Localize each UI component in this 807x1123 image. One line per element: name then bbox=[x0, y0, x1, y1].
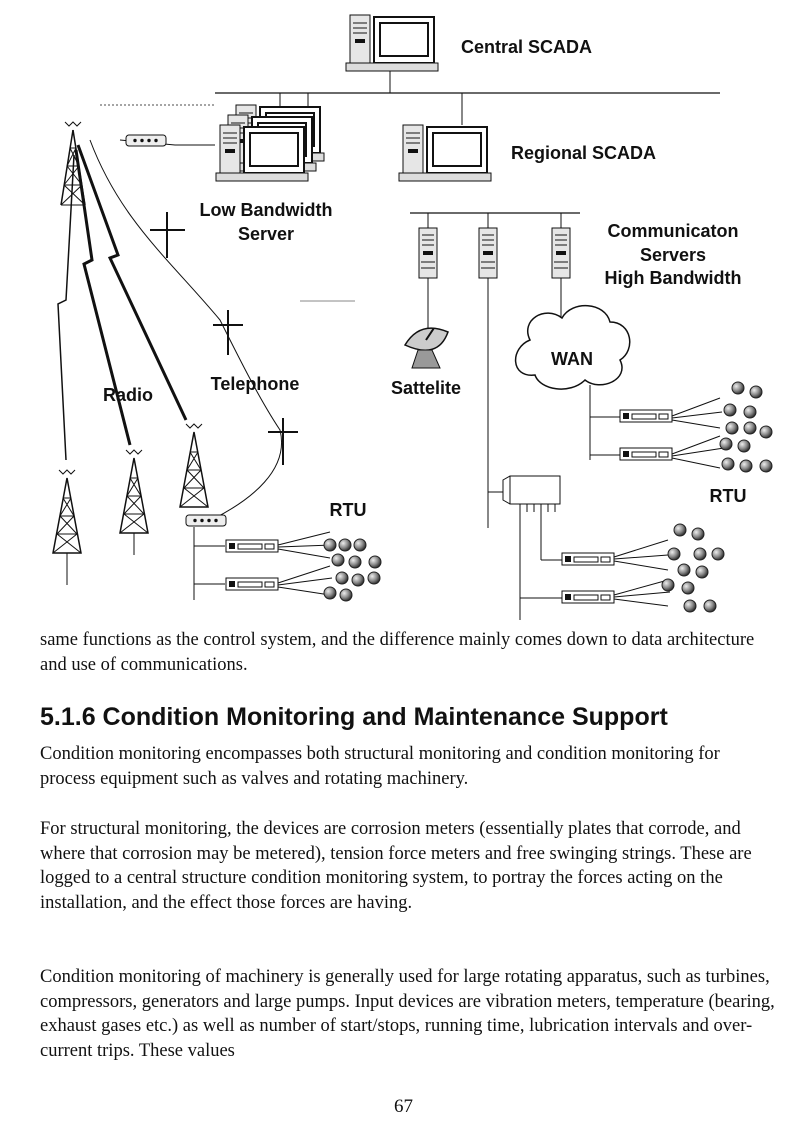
wan-label: WAN bbox=[551, 349, 593, 369]
rtu-unit bbox=[561, 552, 615, 566]
comm-servers-label-line2: Servers bbox=[640, 245, 706, 265]
radio-tower bbox=[179, 423, 209, 508]
regional-scada-workstation bbox=[398, 124, 492, 182]
telephone-label: Telephone bbox=[211, 374, 300, 394]
radio-tower bbox=[119, 449, 149, 534]
rtu-unit bbox=[225, 539, 279, 553]
sensor-cluster-lower-right bbox=[661, 523, 725, 613]
section-heading: 5.1.6 Condition Monitoring and Maintenan… bbox=[40, 703, 668, 731]
low-bandwidth-server bbox=[215, 104, 325, 182]
page-number: 67 bbox=[394, 1096, 413, 1117]
rtu-unit bbox=[561, 590, 615, 604]
comm-servers-label-line1: Communicaton bbox=[607, 221, 738, 241]
central-scada-label: Central SCADA bbox=[461, 37, 592, 57]
multiplexer-unit bbox=[502, 475, 561, 512]
communication-servers bbox=[418, 227, 571, 279]
sensor-cluster-left bbox=[323, 538, 382, 602]
low-bandwidth-label-line1: Low Bandwidth bbox=[200, 200, 333, 220]
paragraph-structural-monitoring: For structural monitoring, the devices a… bbox=[40, 819, 752, 913]
modem-icon bbox=[185, 514, 227, 527]
central-scada-workstation bbox=[345, 14, 439, 72]
paragraph-intro: Condition monitoring encompasses both st… bbox=[40, 744, 720, 789]
radio-label: Radio bbox=[103, 385, 153, 405]
paragraph-machinery-monitoring: Condition monitoring of machinery is gen… bbox=[40, 967, 775, 1061]
regional-scada-label: Regional SCADA bbox=[511, 143, 656, 163]
low-bandwidth-label-line2: Server bbox=[238, 224, 294, 244]
rtu-label-left: RTU bbox=[330, 500, 367, 520]
rtu-unit bbox=[225, 577, 279, 591]
scada-architecture-diagram: Central SCADA Low Bandwidth Server Regio… bbox=[52, 14, 773, 620]
modem-icon bbox=[125, 134, 167, 147]
radio-tower bbox=[52, 469, 82, 554]
satellite-dish-icon bbox=[403, 327, 449, 369]
rtu-unit bbox=[619, 409, 673, 423]
rtu-unit bbox=[619, 447, 673, 461]
wan-cloud-icon bbox=[514, 304, 631, 390]
rtu-label-right: RTU bbox=[710, 486, 747, 506]
sensor-cluster-upper-right bbox=[719, 381, 773, 473]
comm-servers-label-line3: High Bandwidth bbox=[605, 268, 742, 288]
satellite-label: Sattelite bbox=[391, 378, 461, 398]
continuation-paragraph: same functions as the control system, an… bbox=[40, 630, 755, 675]
